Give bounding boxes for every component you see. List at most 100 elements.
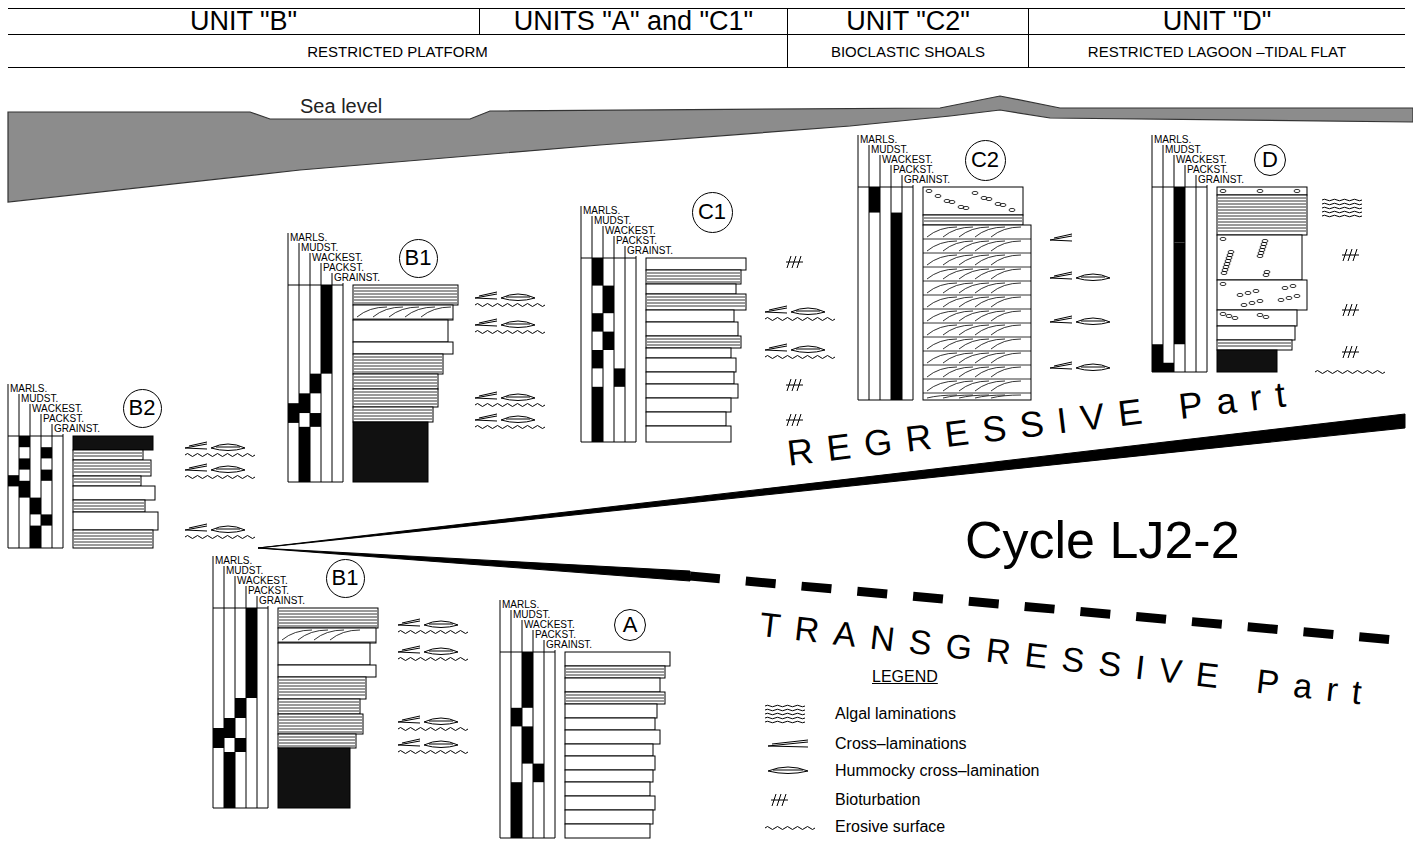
- cross-lamination-symbol: [1050, 234, 1072, 241]
- bed: [565, 718, 655, 730]
- lithology-fill: [592, 258, 603, 286]
- label-box: MUDST.: [226, 566, 263, 576]
- cross-lamination-symbol: [475, 414, 497, 421]
- header-cell: UNIT "D": [1028, 8, 1405, 35]
- legend-text: Algal laminations: [835, 705, 956, 722]
- bed: [353, 422, 428, 482]
- bed: [73, 512, 158, 530]
- bed-texture: [926, 189, 1015, 211]
- legend-text: Hummocky cross–lamination: [835, 762, 1040, 779]
- lithology-label: PACKST.: [893, 164, 934, 175]
- unit-circle: B1: [399, 239, 438, 278]
- bed: [646, 412, 726, 426]
- erosive-surface-symbol: [765, 318, 835, 321]
- bed: [73, 436, 153, 450]
- legend-text: Cross–laminations: [835, 735, 967, 752]
- cross-lamination-symbol: [475, 319, 497, 326]
- label-box: GRAINST.: [54, 424, 100, 434]
- algal-lamination-symbol: [765, 705, 805, 723]
- lithology-label: MARLS.: [860, 134, 897, 145]
- bed-texture: [354, 377, 437, 386]
- bed: [646, 258, 746, 270]
- lithology-fill: [1152, 350, 1163, 372]
- bed-texture: [354, 392, 437, 404]
- erosive-surface-symbol: [185, 454, 255, 457]
- label-box: MARLS.: [1154, 135, 1191, 145]
- bed-texture: [1220, 282, 1300, 306]
- lithology-fill: [603, 286, 614, 314]
- cross-lamination-symbol: [398, 619, 420, 626]
- unit-id: B1: [405, 247, 432, 269]
- bed: [278, 628, 376, 643]
- label-box: Sea level: [300, 95, 382, 117]
- lithology-label: WACKEST.: [32, 403, 83, 414]
- header-cell: UNIT "C2": [787, 8, 1028, 35]
- hummocky-symbol: [1076, 318, 1110, 325]
- bed: [565, 796, 655, 810]
- lithology-fill: [213, 728, 224, 748]
- unit-circle: D: [1254, 144, 1286, 176]
- bed-texture: [279, 737, 355, 746]
- bed: [278, 699, 360, 714]
- erosive-surface-symbol: [398, 751, 468, 754]
- bed-texture: [923, 227, 1031, 398]
- label-box: WACKEST.: [1176, 155, 1227, 165]
- lithology-fill: [310, 413, 321, 427]
- unit-circle: B2: [123, 389, 162, 428]
- legend-item: Hummocky cross–lamination: [835, 762, 1040, 780]
- bed: [565, 666, 665, 678]
- label-box: MARLS.: [502, 600, 539, 610]
- bed: [278, 714, 363, 734]
- hummocky-symbol: [424, 718, 458, 725]
- transgressive-wedge-line: [258, 548, 690, 581]
- legend-heading: LEGEND: [872, 668, 938, 685]
- hummocky-symbol: [1076, 364, 1110, 371]
- bed-texture: [279, 717, 362, 732]
- label-box: MARLS.: [583, 206, 620, 216]
- hummocky-symbol: [424, 621, 458, 628]
- label-box: MARLS.: [290, 233, 327, 243]
- lithology-label: WACKEST.: [1176, 154, 1227, 165]
- bed-texture: [1218, 343, 1291, 346]
- lithology-fill: [41, 447, 52, 458]
- lithology-label: GRAINST.: [54, 423, 100, 434]
- lithology-label: MUDST.: [1165, 144, 1202, 155]
- lithology-fill: [8, 475, 19, 486]
- erosive-surface-symbol: [475, 304, 545, 307]
- lithology-fill: [19, 458, 30, 469]
- bed: [565, 704, 657, 718]
- bed: [646, 398, 731, 412]
- hummocky-symbol: [501, 394, 535, 401]
- cross-lamination-symbol: [768, 740, 808, 747]
- bed-texture: [74, 479, 140, 482]
- lithology-label: GRAINST.: [259, 595, 305, 606]
- unit-circle: A: [614, 609, 646, 641]
- label-box: WACKEST.: [605, 226, 656, 236]
- bed: [646, 322, 738, 336]
- bed: [353, 320, 448, 342]
- cross-lamination-symbol: [765, 344, 787, 351]
- bed: [73, 476, 141, 486]
- hummocky-symbol: [768, 767, 808, 774]
- legend-text: Erosive surface: [835, 818, 945, 835]
- bed: [353, 354, 443, 374]
- bed: [73, 486, 155, 500]
- bed: [923, 225, 1031, 400]
- algal-lamination-symbol: [1322, 199, 1362, 217]
- erosive-surface-symbol: [185, 536, 255, 539]
- header-text: UNIT "C2": [846, 8, 970, 35]
- bed-texture: [566, 669, 664, 675]
- bed-texture: [74, 533, 152, 545]
- header-text: BIOCLASTIC SHOALS: [831, 44, 985, 59]
- hummocky-symbol: [1076, 274, 1110, 281]
- legend-item: Erosive surface: [835, 818, 945, 836]
- lithology-label: MUDST.: [871, 144, 908, 155]
- bed-texture: [1220, 189, 1300, 192]
- bed-texture: [566, 695, 664, 701]
- lithology-label: GRAINST.: [904, 174, 950, 185]
- lithology-label: MUDST.: [21, 393, 58, 404]
- unit-circle: C2: [965, 140, 1006, 181]
- lithology-label: PACKST.: [616, 235, 657, 246]
- bed: [278, 748, 350, 808]
- bed: [353, 305, 453, 320]
